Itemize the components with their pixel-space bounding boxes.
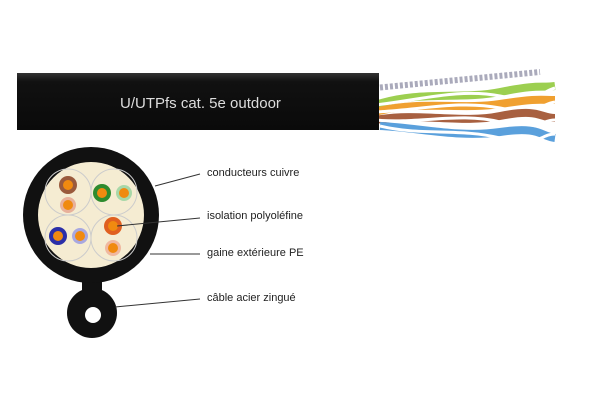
cross-section: [23, 147, 159, 338]
blue-pair-section: [49, 227, 88, 245]
brown-pair: [374, 108, 556, 124]
exposed-wires: [373, 69, 556, 144]
orange-pair-section: [104, 217, 122, 256]
filler: [38, 162, 144, 268]
cable-label: U/UTPfs cat. 5e outdoor: [120, 95, 281, 112]
steel-wire: [374, 69, 541, 91]
steel-messenger: [85, 307, 101, 323]
label-conductors: conducteurs cuivre: [207, 167, 300, 179]
cable-jacket: [17, 73, 379, 130]
brown-pair-section: [59, 176, 77, 213]
green-pair-section: [93, 184, 132, 202]
leader-lines: [114, 173, 201, 308]
label-messenger: câble acier zingué: [207, 292, 296, 304]
blue-pair: [379, 122, 556, 142]
label-insulation: isolation polyoléfine: [207, 210, 304, 222]
label-jacket: gaine extérieure PE: [207, 247, 304, 259]
